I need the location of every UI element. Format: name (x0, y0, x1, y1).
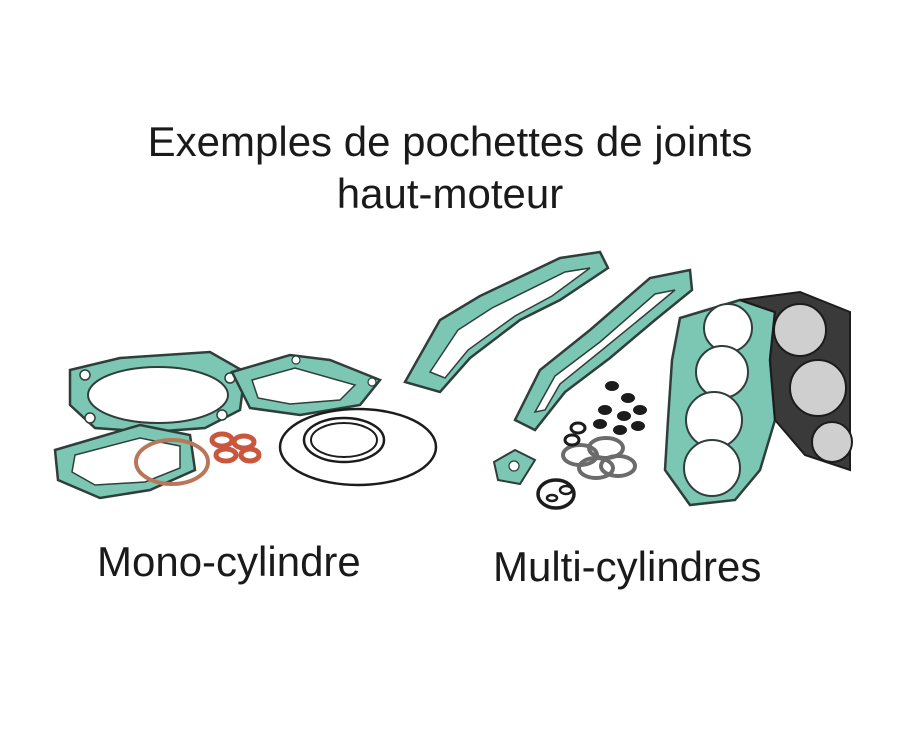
multi-cylinder-label: Multi-cylindres (493, 543, 762, 590)
multi-cylinder-gasket-kit (403, 250, 853, 510)
copper-ring (134, 438, 210, 486)
valve-seals (593, 381, 647, 435)
cylinder-base-bore (87, 366, 229, 424)
small-black-o-rings (536, 421, 587, 510)
black-o-rings (278, 407, 438, 487)
page-title-line-2: haut-moteur (336, 170, 564, 217)
mono-cylinder-label: Mono-cylindre (97, 538, 361, 585)
mono-cylinder-gasket-kit (53, 350, 438, 500)
metal-rings (561, 436, 637, 480)
page-title-line-1: Exemples de pochettes de joints (147, 118, 753, 165)
red-o-rings (209, 431, 262, 464)
